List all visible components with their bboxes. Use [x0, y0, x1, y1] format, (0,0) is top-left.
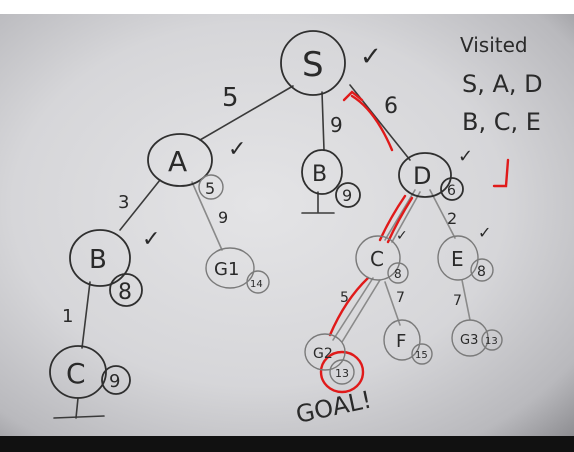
- weight-b-c: 1: [62, 306, 73, 327]
- node-b-mid: [301, 149, 343, 195]
- edge-a-g1: [191, 181, 223, 251]
- visited-line-2: B, C, E: [462, 108, 541, 136]
- photo-frame: [0, 14, 574, 438]
- node-b-left: [69, 229, 131, 287]
- red-path-d-c-2: [386, 196, 414, 244]
- red-path-s-d: [350, 94, 394, 152]
- weight-s-d: 6: [384, 94, 398, 119]
- cost-b-left: 8: [118, 280, 132, 305]
- stem-c-left: [75, 397, 79, 419]
- node-g2: [304, 333, 346, 371]
- top-bar: [0, 0, 574, 14]
- goal-label: GOAL!: [293, 386, 374, 429]
- edge-c-g2-2: [341, 279, 381, 343]
- node-d-label: D: [413, 162, 431, 190]
- node-c-left: [49, 345, 107, 399]
- cost-c-left: 9: [109, 371, 120, 392]
- node-a-label: A: [168, 145, 187, 178]
- weight-s-b: 9: [330, 113, 343, 137]
- red-path: [319, 90, 510, 394]
- edge-d-c-2: [391, 191, 421, 243]
- node-g3-label: G3: [460, 333, 478, 348]
- cost-e: 8: [477, 264, 486, 280]
- node-g3: [451, 319, 489, 357]
- cost-c-left-bubble: [101, 365, 131, 395]
- cost-g2-bubble: [329, 359, 355, 385]
- cost-c-right: 8: [394, 267, 402, 281]
- cost-g1: 14: [250, 279, 263, 290]
- cost-e-bubble: [470, 258, 494, 282]
- cost-d-bubble: [440, 177, 464, 201]
- red-path-c-g2: [328, 276, 370, 337]
- edge-e-g3: [461, 279, 471, 321]
- edge-c-f: [384, 281, 401, 326]
- node-e: [437, 235, 479, 281]
- visited-title: Visited: [460, 33, 528, 57]
- weight-a-g1: 9: [218, 208, 228, 227]
- cost-b-mid: 9: [342, 186, 352, 205]
- node-e-label: E: [451, 247, 464, 271]
- node-g2-label: G2: [313, 346, 333, 362]
- cost-c-right-bubble: [387, 262, 409, 284]
- cost-a: 5: [205, 179, 215, 198]
- cost-g2: 13: [335, 367, 349, 380]
- node-b-left-label: B: [89, 245, 107, 275]
- edge-c-g2: [332, 277, 374, 341]
- cost-g1-bubble: [246, 270, 270, 294]
- cost-b-left-bubble: [109, 273, 143, 307]
- cost-a-bubble: [198, 174, 224, 200]
- node-b-mid-label: B: [312, 162, 327, 187]
- node-s: [280, 30, 346, 96]
- check-b-left: ✓: [142, 227, 160, 252]
- node-c-right-label: C: [370, 247, 384, 271]
- stem-c-left-bar: [53, 415, 105, 419]
- cost-f-bubble: [411, 343, 433, 365]
- weight-c-g2: 5: [340, 290, 349, 306]
- visited-arrow: [492, 158, 510, 188]
- edge-d-c: [384, 189, 416, 241]
- weight-s-a: 5: [222, 83, 239, 113]
- weight-d-e: 2: [447, 209, 457, 228]
- weight-a-b: 3: [118, 192, 129, 213]
- edge-a-b: [119, 179, 161, 231]
- tree-nodes: S A B D B G1 C E C G2 F G3: [49, 30, 489, 399]
- visited-line-1: S, A, D: [462, 70, 543, 98]
- check-c-right: ✓: [396, 228, 408, 244]
- cost-g3-bubble: [481, 329, 503, 351]
- node-s-label: S: [302, 45, 324, 85]
- tree-edges: [53, 84, 471, 419]
- red-path-arrow: [342, 90, 364, 102]
- cost-f: 15: [415, 350, 428, 361]
- cost-d: 6: [447, 183, 456, 199]
- checkmarks: ✓ ✓ ✓ ✓ ✓ ✓: [142, 42, 491, 252]
- cost-bubbles: 5 9 6 8 14 8 8 9 13 15 13: [101, 174, 503, 395]
- node-f-label: F: [396, 331, 406, 352]
- node-c-left-label: C: [66, 357, 86, 390]
- cost-b-mid-bubble: [335, 182, 361, 208]
- weight-e-g3: 7: [453, 293, 462, 309]
- edge-d-e: [429, 189, 456, 239]
- bottom-bar: [0, 436, 574, 452]
- node-f: [383, 319, 421, 361]
- check-e: ✓: [478, 223, 491, 242]
- node-g1-label: G1: [214, 259, 239, 280]
- visited-list: Visited S, A, D B, C, E: [460, 33, 543, 136]
- node-a: [147, 133, 213, 187]
- node-c-right: [355, 235, 401, 281]
- weight-c-f: 7: [396, 290, 405, 306]
- node-g1: [205, 247, 255, 289]
- edge-s-a: [199, 85, 294, 141]
- check-a: ✓: [228, 137, 246, 162]
- edge-b-c: [81, 281, 91, 349]
- goal-circle-highlight: [319, 350, 365, 394]
- cost-g3: 13: [485, 336, 498, 347]
- edge-weights: 5 9 6 3 9 2 1 5 7 7: [62, 83, 462, 327]
- check-d: ✓: [458, 146, 473, 167]
- node-d: [398, 152, 452, 198]
- check-s: ✓: [360, 42, 382, 72]
- edge-s-b: [321, 91, 325, 151]
